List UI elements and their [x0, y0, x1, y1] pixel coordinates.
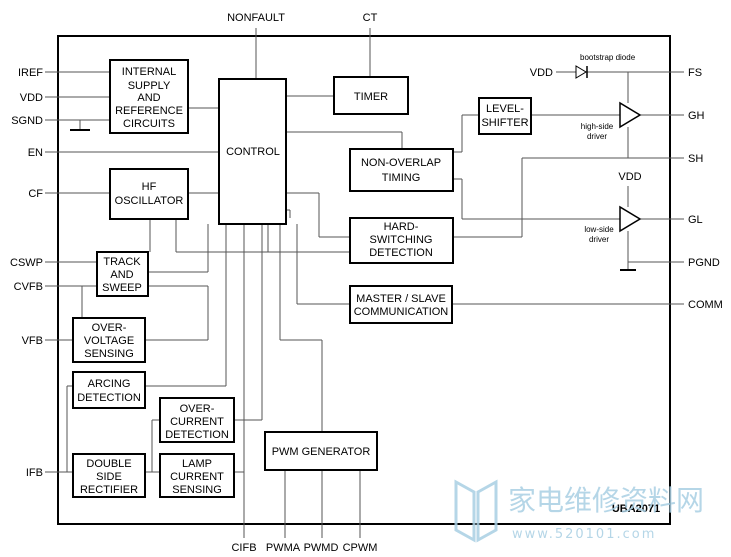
pin-comm: COMM: [688, 299, 723, 311]
control-block: CONTROL: [218, 78, 287, 225]
pin-gh: GH: [688, 110, 705, 122]
lamp-current-line: SENSING: [172, 484, 222, 496]
pin-cpwm: CPWM: [343, 542, 378, 554]
pin-gl: GL: [688, 214, 703, 226]
low-side-driver: low-side driver: [584, 205, 642, 244]
internal-supply-line: INTERNAL: [122, 66, 176, 78]
pin-fs: FS: [688, 67, 702, 79]
pin-vfb: VFB: [22, 335, 43, 347]
master-slave-block: MASTER / SLAVE COMMUNICATION: [349, 285, 453, 324]
pin-cifb: CIFB: [231, 542, 256, 554]
master-slave-line: MASTER / SLAVE: [356, 293, 446, 305]
pin-pwmd: PWMD: [304, 542, 339, 554]
over-current-line: DETECTION: [165, 429, 229, 441]
internal-supply-block: INTERNAL SUPPLY AND REFERENCE CIRCUITS: [109, 59, 189, 134]
master-slave-line: COMMUNICATION: [354, 306, 449, 318]
over-voltage-line: SENSING: [84, 348, 134, 360]
hard-switching-line: HARD-: [384, 221, 419, 233]
pin-nonfault: NONFAULT: [227, 12, 285, 24]
track-sweep-block: TRACK AND SWEEP: [96, 251, 149, 297]
double-side-line: DOUBLE: [86, 458, 131, 470]
control-label: CONTROL: [226, 146, 280, 158]
pin-cvfb: CVFB: [14, 281, 43, 293]
internal-supply-line: CIRCUITS: [123, 118, 175, 130]
over-voltage-block: OVER- VOLTAGE SENSING: [72, 317, 146, 363]
lamp-current-block: LAMP CURRENT SENSING: [159, 453, 235, 498]
hard-switching-line: SWITCHING: [370, 234, 433, 246]
watermark-cn: 家电维修资料网: [508, 484, 704, 517]
double-side-line: RECTIFIER: [80, 484, 138, 496]
pin-cswp: CSWP: [10, 257, 43, 269]
double-side-rectifier-block: DOUBLE SIDE RECTIFIER: [72, 453, 146, 498]
arcing-line: DETECTION: [77, 392, 141, 404]
pin-pwma: PWMA: [266, 542, 301, 554]
watermark: 家电维修资料网 www.520101.com: [454, 479, 704, 543]
wires: [45, 28, 684, 538]
pin-ifb: IFB: [26, 467, 43, 479]
track-sweep-line: AND: [110, 269, 133, 281]
level-shifter-block: LEVEL- SHIFTER: [478, 97, 532, 135]
hf-oscillator-line: HF: [142, 181, 157, 193]
lamp-current-line: LAMP: [182, 458, 212, 470]
over-voltage-line: VOLTAGE: [84, 335, 134, 347]
over-current-line: CURRENT: [170, 416, 224, 428]
pin-en: EN: [28, 147, 43, 159]
hf-oscillator-line: OSCILLATOR: [115, 195, 184, 207]
lamp-current-line: CURRENT: [170, 471, 224, 483]
high-side-label: high-side: [581, 122, 614, 131]
level-shifter-line: LEVEL-: [486, 103, 524, 115]
pin-cf: CF: [28, 188, 43, 200]
low-side-label: low-side: [584, 225, 614, 234]
over-voltage-line: OVER-: [92, 322, 127, 334]
non-overlap-block: NON-OVERLAP TIMING: [349, 148, 454, 192]
pwm-generator-label: PWM GENERATOR: [272, 446, 371, 458]
watermark-logo-icon: [454, 479, 476, 543]
pin-iref: IREF: [18, 67, 43, 79]
vdd-bootstrap-label: VDD: [530, 67, 553, 79]
non-overlap-line: NON-OVERLAP: [361, 157, 441, 169]
non-overlap-line: TIMING: [382, 172, 421, 184]
pin-sh: SH: [688, 153, 703, 165]
pin-vdd: VDD: [20, 92, 43, 104]
internal-supply-line: SUPPLY: [128, 80, 171, 92]
timer-block: TIMER: [333, 76, 409, 115]
over-current-line: OVER-: [180, 403, 215, 415]
high-side-driver: high-side driver: [581, 101, 642, 141]
bootstrap-diode-label: bootstrap diode: [580, 53, 636, 62]
double-side-line: SIDE: [96, 471, 122, 483]
high-side-label: driver: [587, 132, 607, 141]
track-sweep-line: SWEEP: [102, 282, 142, 294]
watermark-url: www.520101.com: [512, 527, 656, 542]
hard-switching-block: HARD- SWITCHING DETECTION: [349, 217, 454, 264]
hf-oscillator-block: HF OSCILLATOR: [109, 168, 189, 220]
pin-pgnd: PGND: [688, 257, 720, 269]
level-shifter-line: SHIFTER: [481, 117, 528, 129]
hard-switching-line: DETECTION: [369, 247, 433, 259]
vdd-low-label: VDD: [618, 171, 641, 183]
chip-outline: [57, 35, 671, 525]
pin-ct: CT: [363, 12, 378, 24]
pwm-generator-block: PWM GENERATOR: [264, 431, 378, 471]
low-side-label: driver: [589, 235, 609, 244]
track-sweep-line: TRACK: [103, 256, 141, 268]
over-current-block: OVER- CURRENT DETECTION: [159, 397, 235, 443]
arcing-block: ARCING DETECTION: [72, 371, 146, 409]
internal-supply-line: AND: [137, 92, 160, 104]
pin-sgnd: SGND: [11, 115, 43, 127]
arcing-line: ARCING: [88, 378, 131, 390]
timer-label: TIMER: [354, 91, 388, 103]
internal-supply-line: REFERENCE: [115, 105, 183, 117]
chip-name: UBA2071: [612, 503, 660, 515]
